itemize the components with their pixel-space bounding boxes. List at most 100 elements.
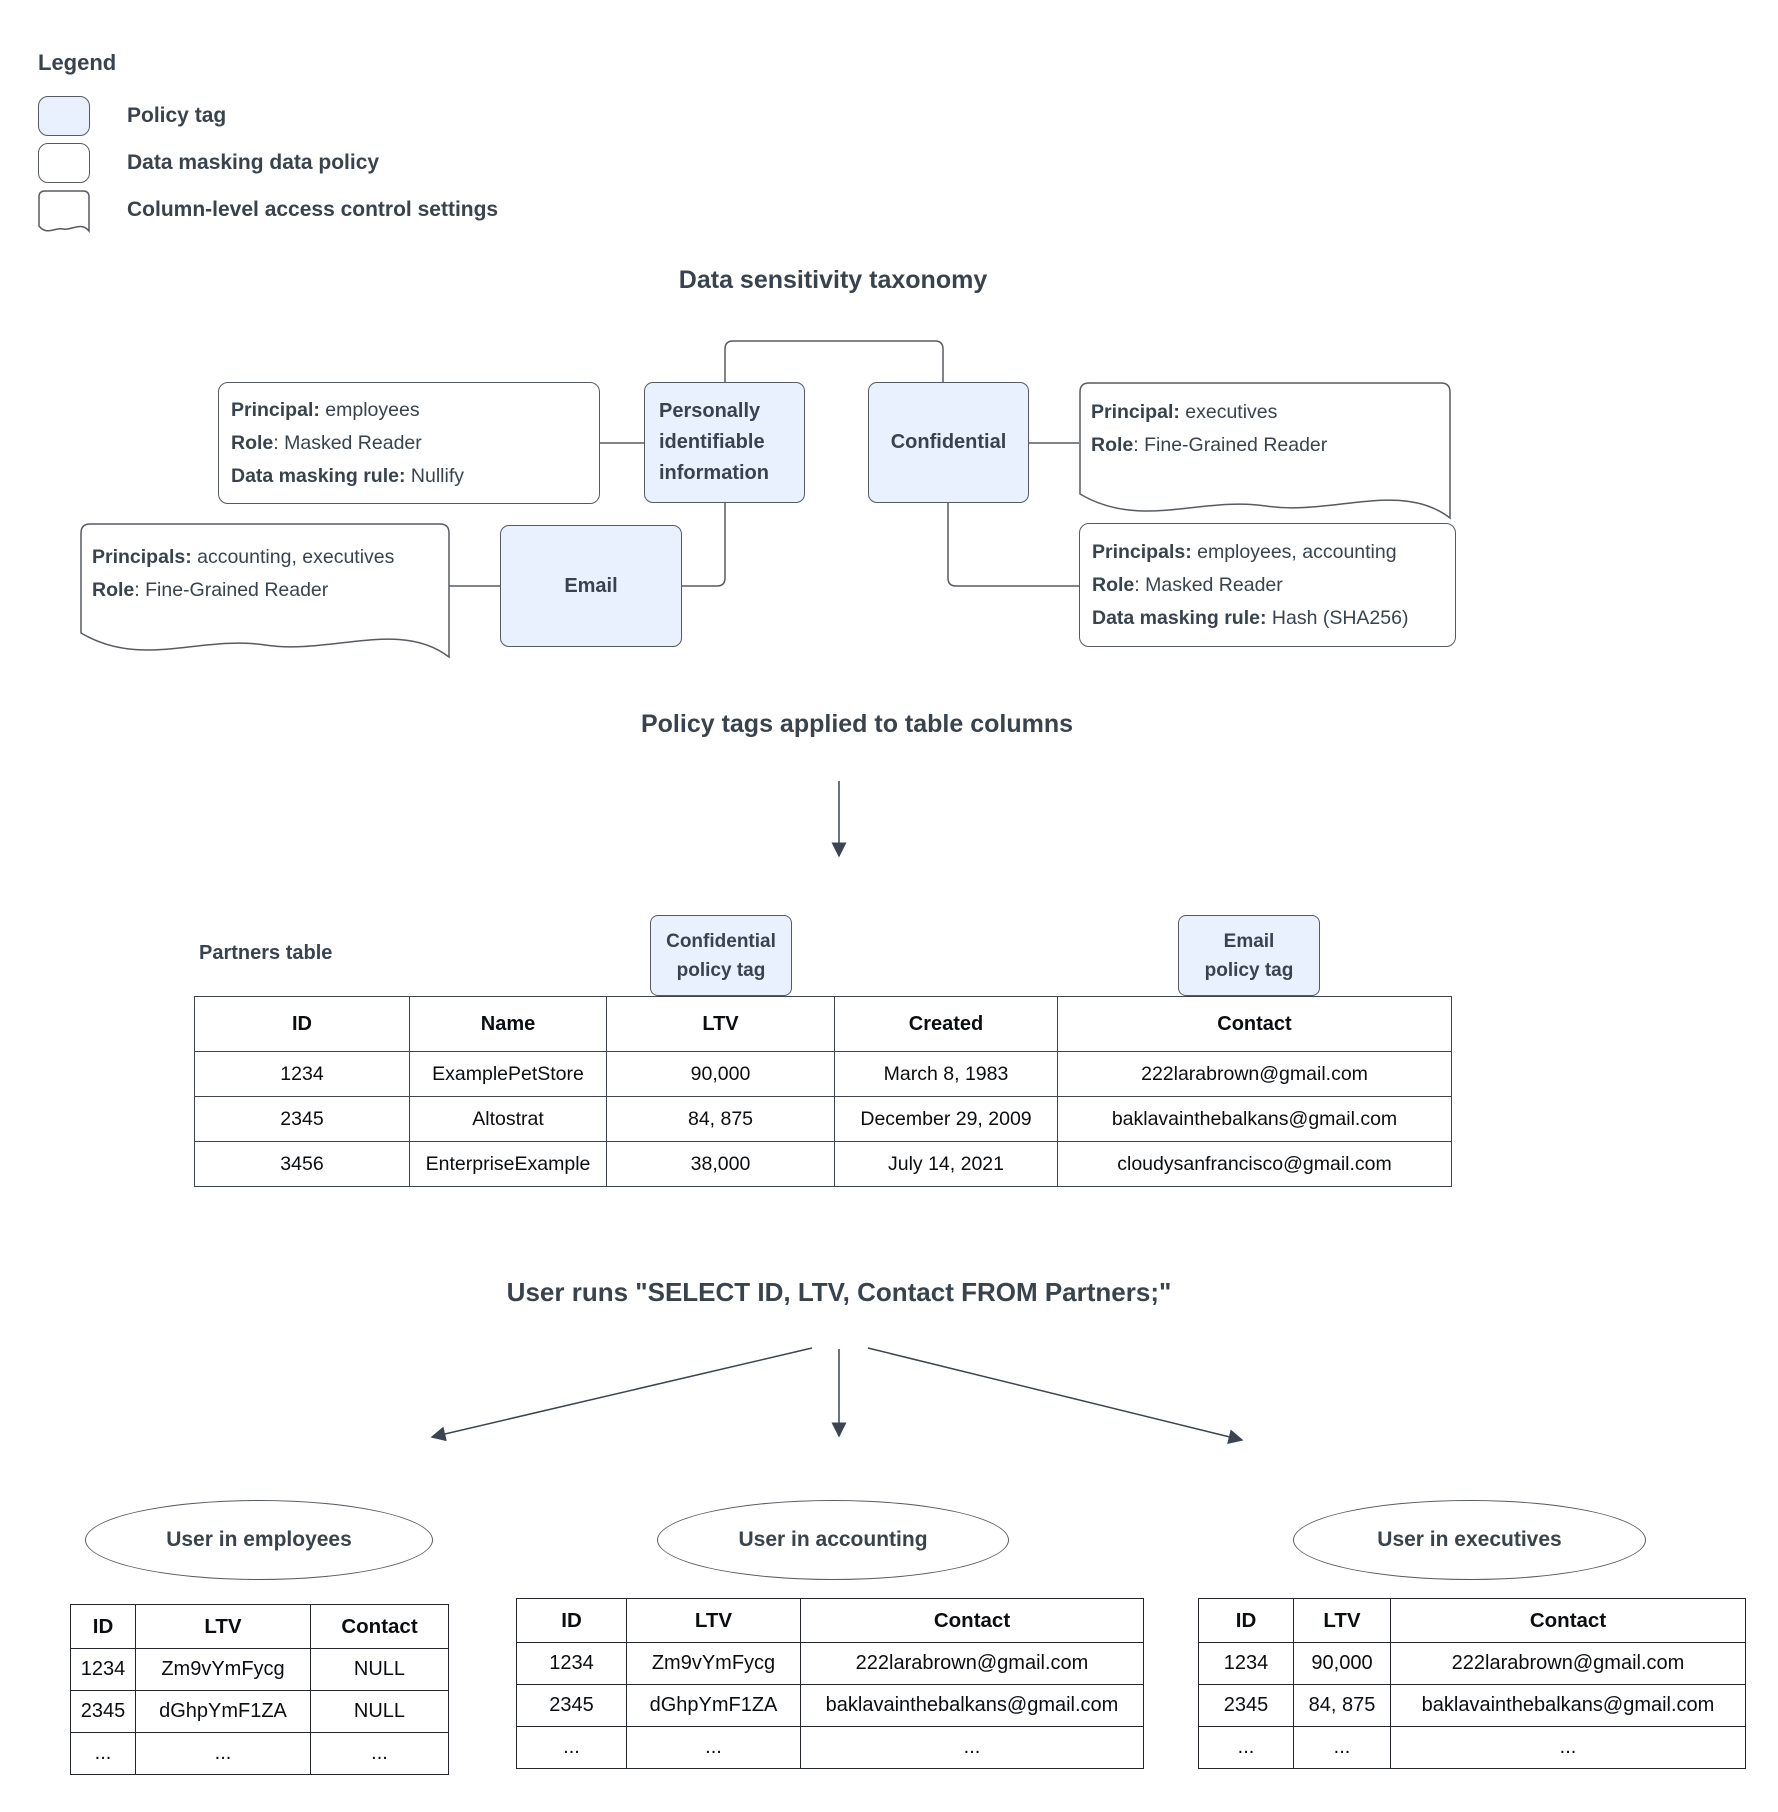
column-header: Contact [1390, 1598, 1746, 1643]
table-row: ... ... ... [516, 1726, 1144, 1769]
column-access-swatch [38, 190, 90, 236]
policy-tag-email: Email [500, 525, 682, 647]
table-row: 1234 Zm9vYmFycg NULL [70, 1648, 449, 1691]
column-tag-email: Email policy tag [1178, 915, 1320, 996]
masking-policy-note-employees: Principal: employees Role: Masked Reader… [218, 382, 600, 504]
table-header-row: ID LTV Contact [516, 1598, 1144, 1643]
column-header: LTV [626, 1598, 801, 1643]
note-line-label: Role [92, 579, 135, 601]
note-line: Principals: employees, accounting [1092, 536, 1443, 569]
note-line: Principal: executives [1091, 396, 1441, 429]
cell: December 29, 2009 [834, 1096, 1058, 1142]
query-branch-right-arrow [867, 1347, 1244, 1445]
note-line: Role: Fine-Grained Reader [1091, 429, 1441, 462]
note-content: Principal: executives Role: Fine-Grained… [1079, 382, 1451, 462]
cell: dGhpYmF1ZA [135, 1690, 311, 1733]
column-header: LTV [606, 996, 835, 1052]
cell: dGhpYmF1ZA [626, 1684, 801, 1727]
cell: March 8, 1983 [834, 1051, 1058, 1097]
partners-table-label: Partners table [199, 942, 333, 964]
note-line-label: Role [1091, 434, 1134, 456]
cell: 1234 [516, 1642, 627, 1685]
policy-tag-confidential: Confidential [868, 382, 1029, 503]
cell: 90,000 [1293, 1642, 1391, 1685]
note-line-label: Principals: [92, 546, 192, 568]
cell: baklavainthebalkans@gmail.com [1390, 1684, 1746, 1727]
cell: ... [1293, 1726, 1391, 1769]
table-row: 2345 dGhpYmF1ZA NULL [70, 1690, 449, 1733]
access-control-note-accounting-executives: Principals: accounting, executives Role:… [80, 523, 450, 663]
note-line-text: Nullify [405, 464, 464, 487]
policy-tag-pii: Personally identifiable information [644, 382, 805, 503]
table-row: 1234 90,000 222larabrown@gmail.com [1198, 1642, 1746, 1685]
legend-label-column-access: Column-level access control settings [127, 198, 499, 221]
cell: ... [626, 1726, 801, 1769]
note-line-text: employees, accounting [1191, 540, 1397, 563]
cell: 38,000 [606, 1141, 835, 1187]
result-table-accounting: ID LTV Contact 1234 Zm9vYmFycg 222larabr… [516, 1598, 1144, 1769]
cell: ExamplePetStore [409, 1051, 607, 1097]
cell: 90,000 [606, 1051, 835, 1097]
cell: 222larabrown@gmail.com [800, 1642, 1144, 1685]
data-masking-policy-swatch [38, 143, 90, 183]
taxonomy-title: Data sensitivity taxonomy [678, 266, 988, 294]
pii-to-email-connector [682, 503, 726, 587]
note-line-text: : Masked Reader [1134, 573, 1283, 596]
note-line-label: Role [231, 431, 274, 454]
note-line-text: : Fine-Grained Reader [134, 579, 329, 601]
column-header: ID [194, 996, 410, 1052]
cell: NULL [310, 1690, 449, 1733]
note-line-label: Principal: [1091, 401, 1180, 423]
table-header-row: ID LTV Contact [70, 1604, 449, 1649]
note-line-label: Data masking rule: [231, 464, 406, 487]
cell: ... [516, 1726, 627, 1769]
cell: 3456 [194, 1141, 410, 1187]
table-row: 1234 Zm9vYmFycg 222larabrown@gmail.com [516, 1642, 1144, 1685]
note-line: Data masking rule: Nullify [231, 460, 587, 493]
result-table-executives: ID LTV Contact 1234 90,000 222larabrown@… [1198, 1598, 1746, 1769]
table-row: 3456 EnterpriseExample 38,000 July 14, 2… [194, 1141, 1452, 1187]
note-line-label: Data masking rule: [1092, 606, 1267, 629]
table-row: 2345 dGhpYmF1ZA baklavainthebalkans@gmai… [516, 1684, 1144, 1727]
cell: baklavainthebalkans@gmail.com [800, 1684, 1144, 1727]
cell: Altostrat [409, 1096, 607, 1142]
note-line-text: Hash (SHA256) [1266, 606, 1409, 629]
document-shape-icon [38, 190, 90, 234]
user-group-executives: User in executives [1293, 1500, 1646, 1580]
legend-label-data-masking: Data masking data policy [127, 151, 380, 174]
note-line-text: executives [1179, 401, 1278, 423]
cell: ... [135, 1732, 311, 1775]
note-line-label: Principals: [1092, 540, 1192, 563]
table-row: 2345 Altostrat 84, 875 December 29, 2009… [194, 1096, 1452, 1142]
cell: Zm9vYmFycg [135, 1648, 311, 1691]
note-line: Role: Masked Reader [231, 427, 587, 460]
cell: 84, 875 [1293, 1684, 1391, 1727]
cell: July 14, 2021 [834, 1141, 1058, 1187]
partners-table: ID Name LTV Created Contact 1234 Example… [194, 996, 1452, 1187]
policy-section-title: Policy tags applied to table columns [640, 710, 1074, 738]
confidential-to-hash-note-connector [947, 503, 1079, 587]
note-line: Role: Fine-Grained Reader [92, 574, 440, 607]
note-line-text: : Masked Reader [273, 431, 422, 454]
table-header-row: ID Name LTV Created Contact [194, 996, 1452, 1052]
cell: ... [310, 1732, 449, 1775]
note-content: Principals: accounting, executives Role:… [80, 523, 450, 607]
table-row: ... ... ... [70, 1732, 449, 1775]
cell: NULL [310, 1648, 449, 1691]
cell: cloudysanfrancisco@gmail.com [1057, 1141, 1452, 1187]
note-line: Principals: accounting, executives [92, 541, 440, 574]
user-group-employees: User in employees [85, 1500, 433, 1580]
column-header: LTV [1293, 1598, 1391, 1643]
cell: ... [1390, 1726, 1746, 1769]
cell: 222larabrown@gmail.com [1390, 1642, 1746, 1685]
document-shape [1079, 382, 1451, 520]
note-line-text: : Fine-Grained Reader [1133, 434, 1328, 456]
table-row: ... ... ... [1198, 1726, 1746, 1769]
document-shape [80, 523, 450, 659]
legend-label-policy-tag: Policy tag [127, 104, 227, 127]
policy-tag-swatch [38, 96, 90, 136]
table-row: 1234 ExamplePetStore 90,000 March 8, 198… [194, 1051, 1452, 1097]
column-header: ID [1198, 1598, 1294, 1643]
note-line: Data masking rule: Hash (SHA256) [1092, 602, 1443, 635]
